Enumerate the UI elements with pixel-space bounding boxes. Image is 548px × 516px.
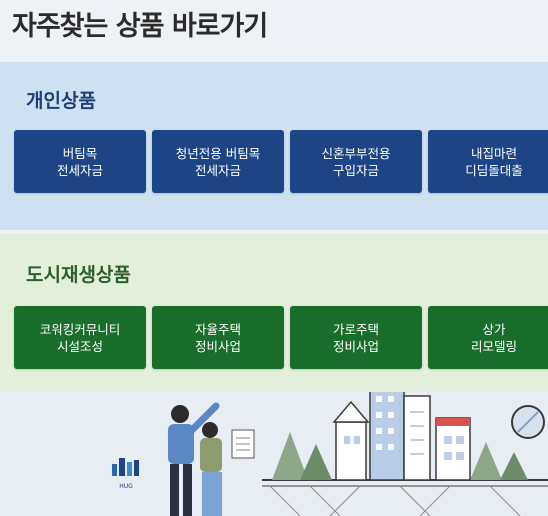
urban-regeneration-heading: 도시재생상품 (26, 264, 131, 286)
personal-products-buttons: 버팀목 전세자금 청년전용 버팀목 전세자금 신혼부부전용 구입자금 내집마련 … (14, 130, 548, 193)
beotimmok-jeonse-button[interactable]: 버팀목 전세자금 (14, 130, 146, 193)
personal-products-heading: 개인상품 (26, 90, 96, 112)
urban-regeneration-section: 도시재생상품 코워킹커뮤니티 시설조성 자율주택 정비사업 가로주택 정비사업 … (0, 234, 548, 406)
shop-remodeling-button[interactable]: 상가 리모델링 (428, 306, 548, 369)
coworking-community-button[interactable]: 코워킹커뮤니티 시설조성 (14, 306, 146, 369)
city-buildings-icon (332, 392, 471, 481)
urban-regeneration-buttons: 코워킹커뮤니티 시설조성 자율주택 정비사업 가로주택 정비사업 상가 리모델링 (14, 306, 548, 369)
people-icon (168, 402, 255, 516)
trees-icon (272, 432, 528, 480)
personal-products-section: 개인상품 버팀목 전세자금 청년전용 버팀목 전세자금 신혼부부전용 구입자금 … (0, 62, 548, 230)
newlywed-purchase-button[interactable]: 신혼부부전용 구입자금 (290, 130, 422, 193)
didimdol-loan-button[interactable]: 내집마련 디딤돌대출 (428, 130, 548, 193)
logo-text: HUG (119, 483, 133, 490)
page-title: 자주찾는 상품 바로가기 (12, 11, 268, 42)
youth-beotimmok-jeonse-button[interactable]: 청년전용 버팀목 전세자금 (152, 130, 284, 193)
magnifier-icon (511, 405, 545, 439)
hug-logo-icon: HUG (112, 458, 139, 490)
city-illustration: HUG (0, 392, 548, 516)
street-housing-button[interactable]: 가로주택 정비사업 (290, 306, 422, 369)
autonomous-housing-button[interactable]: 자율주택 정비사업 (152, 306, 284, 369)
